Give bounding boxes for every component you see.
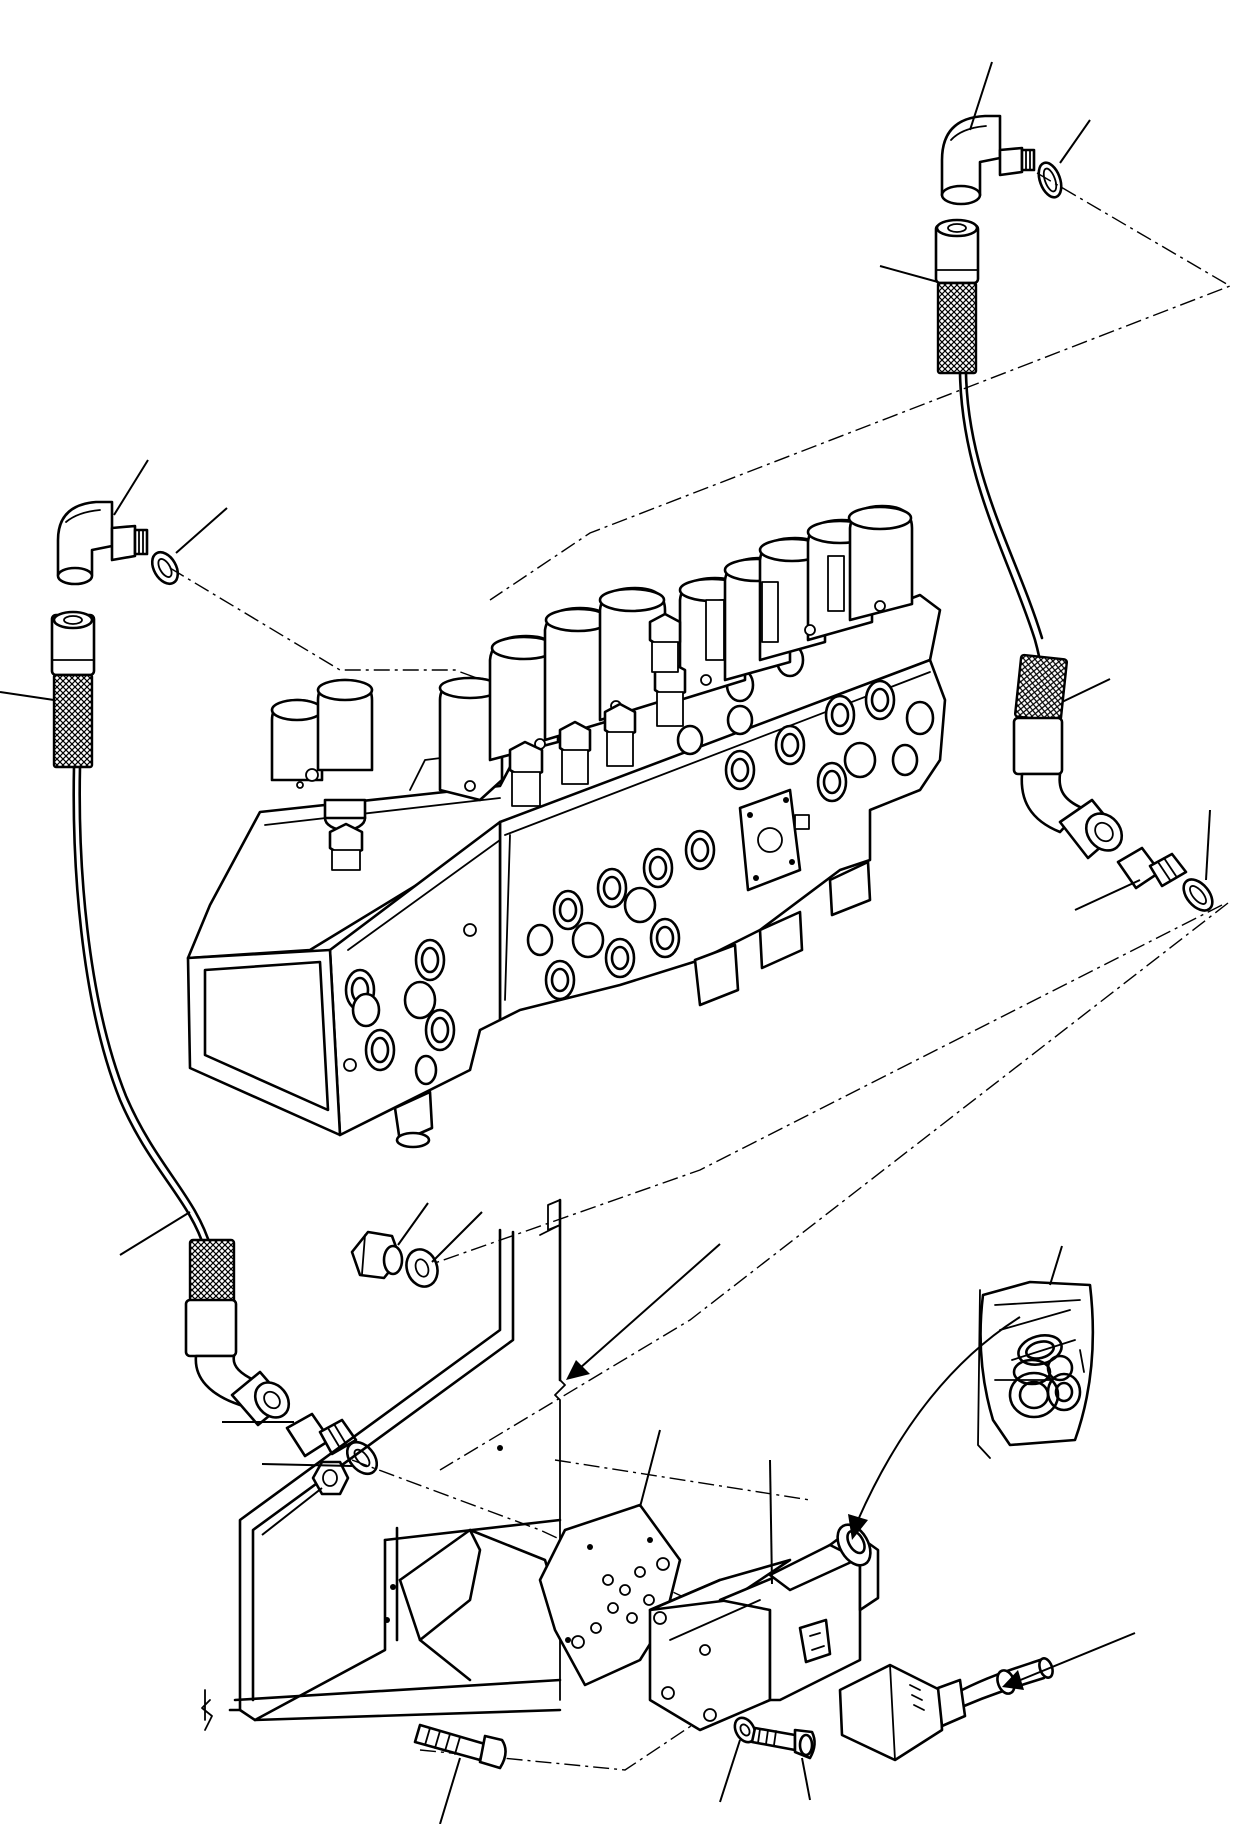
elbow-fitting-top-left bbox=[56, 500, 149, 586]
gasket-plate bbox=[538, 1503, 682, 1687]
o-ring-top-right bbox=[1037, 161, 1063, 199]
washer-lower bbox=[405, 1248, 439, 1288]
bolt-bottom-left bbox=[413, 1723, 507, 1770]
inset-detail bbox=[977, 1280, 1095, 1459]
hose-right-end bbox=[1012, 653, 1124, 860]
solenoid-valve bbox=[648, 1523, 880, 1732]
hose-lower-left-end bbox=[184, 1238, 291, 1427]
bolt-bottom-right bbox=[750, 1726, 816, 1760]
connector-right bbox=[1116, 846, 1188, 890]
leader-lines bbox=[0, 61, 1211, 1824]
top-small-fittings bbox=[328, 612, 687, 871]
arrows bbox=[566, 1243, 1136, 1690]
o-ring-lower-left bbox=[345, 1440, 379, 1476]
control-valve-assembly bbox=[186, 504, 947, 1149]
bracket bbox=[201, 1198, 566, 1731]
solenoid-connector bbox=[838, 1657, 1054, 1762]
spool-cylinders bbox=[270, 504, 914, 832]
elbow-fitting-top-right bbox=[940, 114, 1036, 206]
o-ring-top-left bbox=[150, 550, 180, 586]
nut bbox=[311, 1460, 350, 1496]
o-ring-right bbox=[1182, 878, 1214, 912]
plug-lower bbox=[350, 1230, 404, 1280]
connector-lower-left bbox=[285, 1412, 358, 1458]
hose-top-right bbox=[934, 218, 1049, 708]
hose-top-left bbox=[50, 610, 213, 1252]
